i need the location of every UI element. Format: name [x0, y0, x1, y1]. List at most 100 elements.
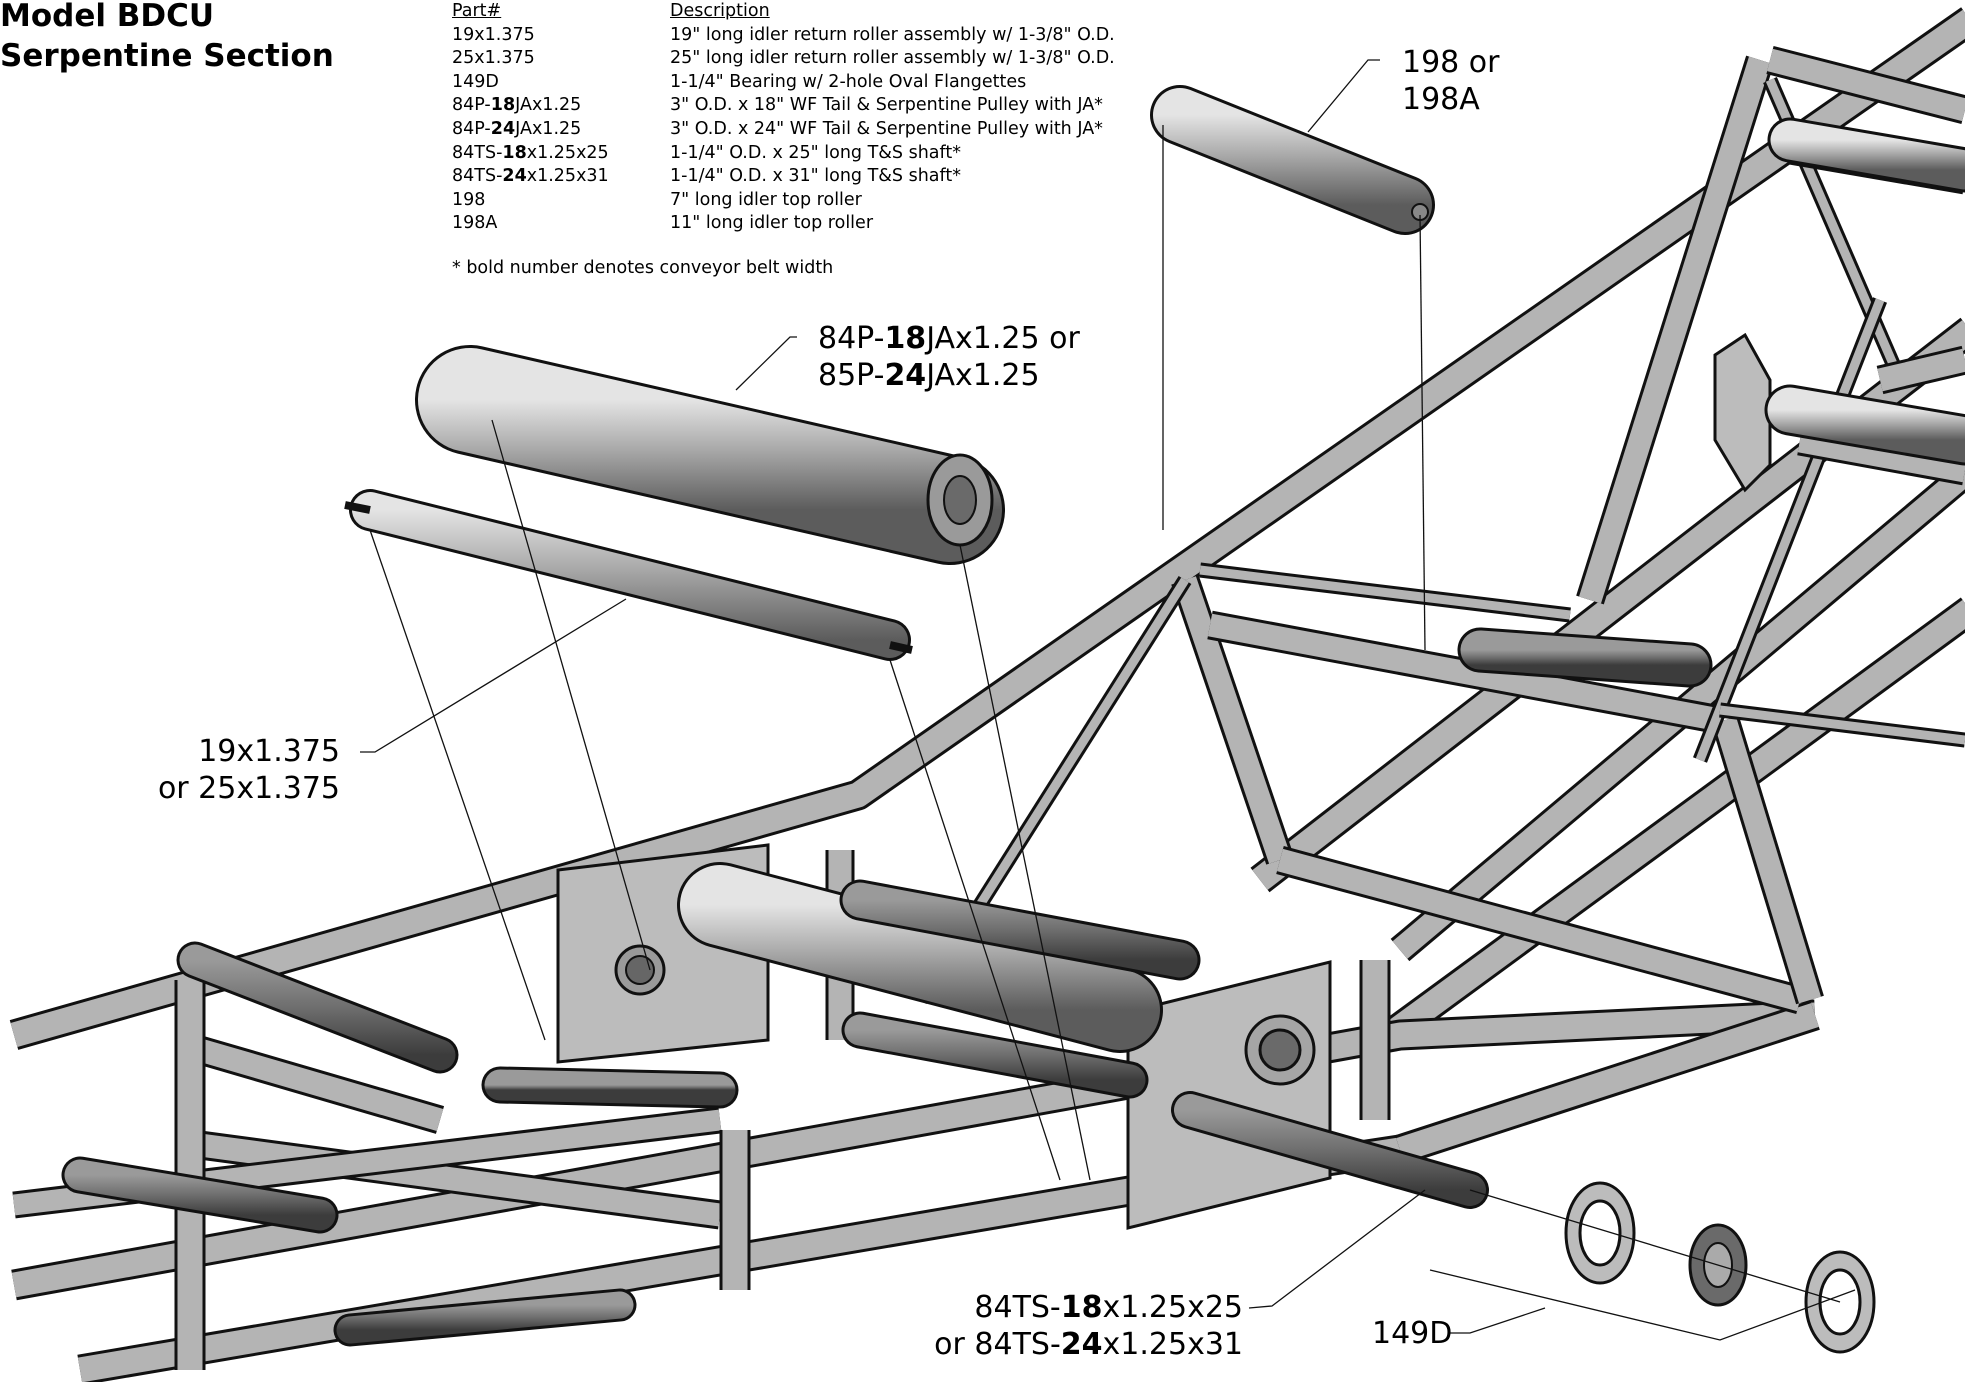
callout-line: or 84TS-24x1.25x31: [934, 1327, 1243, 1362]
table-row: 198 7" long idler top roller: [452, 189, 1115, 213]
callout-line: 84P-18JAx1.25 or: [818, 321, 1080, 356]
callout-line: 149D: [1372, 1316, 1453, 1351]
mounted-rollers: [61, 117, 1965, 1347]
top-roller-198: [1153, 88, 1432, 232]
frame-tube: [11, 1002, 1816, 1298]
callout-line: 84TS-18x1.25x25: [974, 1290, 1243, 1325]
frame-tube: [1396, 1003, 1819, 1162]
callout-top-roller: 198 or 198A: [1402, 44, 1500, 118]
table-footnote: * bold number denotes conveyor belt widt…: [452, 258, 834, 278]
table-row: 84P-18JAx1.25 3" O.D. x 18" WF Tail & Ser…: [452, 94, 1115, 118]
pulley-end-hub: [943, 475, 977, 525]
part-description: 7" long idler top roller: [670, 189, 862, 210]
assembly-line: [959, 544, 1091, 1181]
table-row: 19x1.375 19" long idler return roller ass…: [452, 24, 1115, 48]
frame-tube: [1277, 848, 1803, 1012]
assembly-line: [369, 529, 546, 1041]
bearing-hole: [1258, 1028, 1302, 1072]
part-number: 25x1.375: [452, 48, 535, 69]
description-header: Description: [670, 1, 770, 21]
assembly-line: [1419, 214, 1426, 651]
upper-roller-mounted: [1767, 387, 1965, 463]
serpentine-pulley-mounted: [680, 865, 1160, 1050]
part-number: 84TS-18x1.25x25: [452, 142, 609, 163]
part-description: 19" long idler return roller assembly w/…: [670, 24, 1115, 45]
flangette: [1578, 1199, 1622, 1267]
frame-tube: [198, 1133, 722, 1227]
frame-tube: [1713, 716, 1822, 1004]
part-description: 1-1/4" Bearing w/ 2-hole Oval Flangettes: [670, 71, 1027, 92]
part-description: 11" long idler top roller: [670, 213, 874, 234]
exploded-parts: [344, 85, 1876, 1354]
frame-tube: [196, 1038, 444, 1132]
frame-tube: [1767, 48, 1965, 122]
roller-axle: [344, 501, 371, 514]
frame-tube: [1797, 427, 1965, 483]
part-description: 3" O.D. x 18" WF Tail & Serpentine Pulle…: [670, 95, 1103, 116]
assembly-line: [1469, 1189, 1841, 1303]
callout-line: 19x1.375: [198, 734, 340, 769]
assembly-lines: [360, 59, 1856, 1341]
return-roller-mounted: [336, 1291, 634, 1344]
table-row: 25x1.375 25" long idler return roller ass…: [452, 47, 1115, 71]
table-row: 198A 11" long idler top roller: [452, 212, 1115, 236]
leader-line: [360, 598, 627, 753]
part-description: 1-1/4" O.D. x 31" long T&S shaft*: [670, 166, 961, 187]
callout-shaft: 84TS-18x1.25x25 or 84TS-24x1.25x31: [900, 1289, 1243, 1363]
frame-tube: [1877, 348, 1965, 392]
frame-tube: [1695, 298, 1885, 762]
part-number: 84TS-24x1.25x31: [452, 166, 609, 187]
assembly-line: [889, 659, 1061, 1181]
upper-roller-mounted: [1770, 120, 1965, 190]
table-row: 84P-24JAx1.25 3" O.D. x 24" WF Tail & Ser…: [452, 118, 1115, 142]
leader-line: [1450, 1307, 1546, 1334]
frame-tube: [1382, 599, 1965, 1046]
part-number: 198A: [452, 213, 498, 234]
part-number-header: Part#: [452, 1, 502, 21]
leader-line: [1307, 59, 1380, 133]
lower-roller-mounted: [844, 1014, 1146, 1096]
end-plate: [1713, 332, 1772, 493]
callout-line: 198 or: [1402, 45, 1500, 80]
return-roller: [352, 492, 908, 658]
part-description: 3" O.D. x 24" WF Tail & Serpentine Pulle…: [670, 118, 1103, 139]
roller-axle: [889, 641, 913, 654]
part-number: 84P-24JAx1.25: [452, 118, 582, 139]
frame-tube: [1199, 565, 1571, 620]
table-row: 149D 1-1/4" Bearing w/ 2-hole Oval Flange…: [452, 71, 1115, 95]
callout-pulley: 84P-18JAx1.25 or 85P-24JAx1.25: [818, 320, 1080, 394]
serpentine-pulley: [418, 348, 1002, 562]
callout-line: 85P-24JAx1.25: [818, 358, 1040, 393]
frame-tube: [10, 9, 1965, 1048]
parts-table: Part# Description 19x1.375 19" long idler…: [452, 0, 1115, 236]
part-number: 84P-18JAx1.25: [452, 95, 582, 116]
callout-line: 198A: [1402, 82, 1480, 117]
frame-tube: [1207, 613, 1723, 732]
return-roller-mounted: [64, 1159, 336, 1231]
table-row: 84TS-18x1.25x25 1-1/4" O.D. x 25" long T&…: [452, 142, 1115, 166]
part-number: 19x1.375: [452, 24, 535, 45]
assembly-line: [1429, 1269, 1856, 1341]
callout-bearing: 149D: [1372, 1315, 1452, 1352]
assembly-line: [491, 419, 651, 971]
frame-tube: [1719, 705, 1965, 745]
callout-line: or 25x1.375: [157, 771, 340, 806]
top-roller-mounted: [1460, 630, 1710, 685]
frame-tube: [1174, 576, 1291, 864]
lower-roller-mounted: [842, 882, 1198, 978]
leader-line: [1248, 1189, 1426, 1309]
bearing-hole: [625, 955, 655, 985]
return-roller-mounted: [484, 1069, 736, 1106]
table-row: 84TS-24x1.25x31 1-1/4" O.D. x 31" long T&…: [452, 165, 1115, 189]
title-line-2: Serpentine Section: [0, 38, 334, 74]
frame-tube: [1579, 56, 1771, 604]
part-number: 198: [452, 189, 486, 210]
title-line-1: Model BDCU: [0, 0, 215, 34]
callout-return-roller: 19x1.375 or 25x1.375: [150, 733, 340, 807]
part-description: 1-1/4" O.D. x 25" long T&S shaft*: [670, 142, 961, 163]
drawing-title: Model BDCU Serpentine Section: [0, 0, 334, 76]
return-roller-mounted: [179, 944, 456, 1071]
part-number: 149D: [452, 71, 499, 92]
part-description: 25" long idler return roller assembly w/…: [670, 48, 1115, 69]
